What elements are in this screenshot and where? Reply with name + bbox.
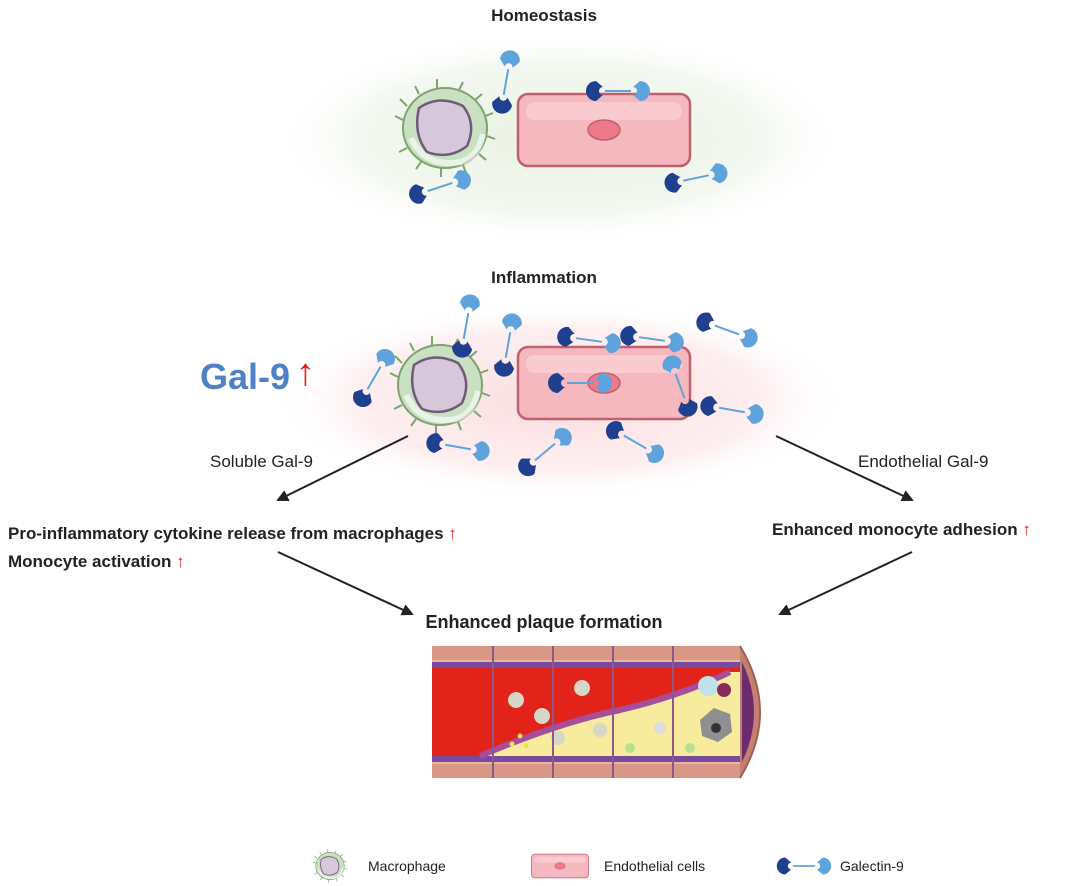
monocyte-activation-text: Monocyte activation [8,552,172,571]
monocyte-activation-effect: Monocyte activation ↑ [8,548,457,576]
arrow-soluble-pathway [276,435,409,501]
endothelial-gal9-label: Endothelial Gal-9 [858,452,989,471]
cytokine-release-effect: Pro-inflammatory cytokine release from m… [8,520,457,548]
arrow-endothelial-pathway [775,435,914,502]
inflammation-title: Inflammation [491,268,597,287]
legend-endothelial-icon [531,853,589,879]
up-arrow-icon: ↑ [448,524,457,543]
homeostasis-endothelial-cell [516,92,692,168]
legend-galectin-label: Galectin-9 [840,858,904,874]
gal9-label: Gal-9 [200,356,291,397]
legend-galectin-icon [775,856,833,876]
legend-macrophage-icon [311,848,349,884]
monocyte-adhesion-effect: Enhanced monocyte adhesion ↑ [772,520,1031,540]
monocyte-adhesion-text: Enhanced monocyte adhesion [772,520,1018,539]
arrow-left-to-plaque [277,551,414,616]
plaque-formation-title: Enhanced plaque formation [425,612,663,632]
legend-endothelial-label: Endothelial cells [604,858,706,874]
left-effects: Pro-inflammatory cytokine release from m… [8,520,457,576]
cytokine-release-text: Pro-inflammatory cytokine release from m… [8,524,444,543]
soluble-gal9-label: Soluble Gal-9 [210,452,314,471]
legend-macrophage-label: Macrophage [368,858,446,874]
up-arrow-icon: ↑ [1022,520,1031,539]
homeostasis-title: Homeostasis [491,6,597,25]
arrow-right-to-plaque [778,551,913,616]
gal9-up-arrow: ↑ [296,352,315,394]
artery-plaque-illustration [432,645,761,779]
up-arrow-icon: ↑ [176,552,185,571]
